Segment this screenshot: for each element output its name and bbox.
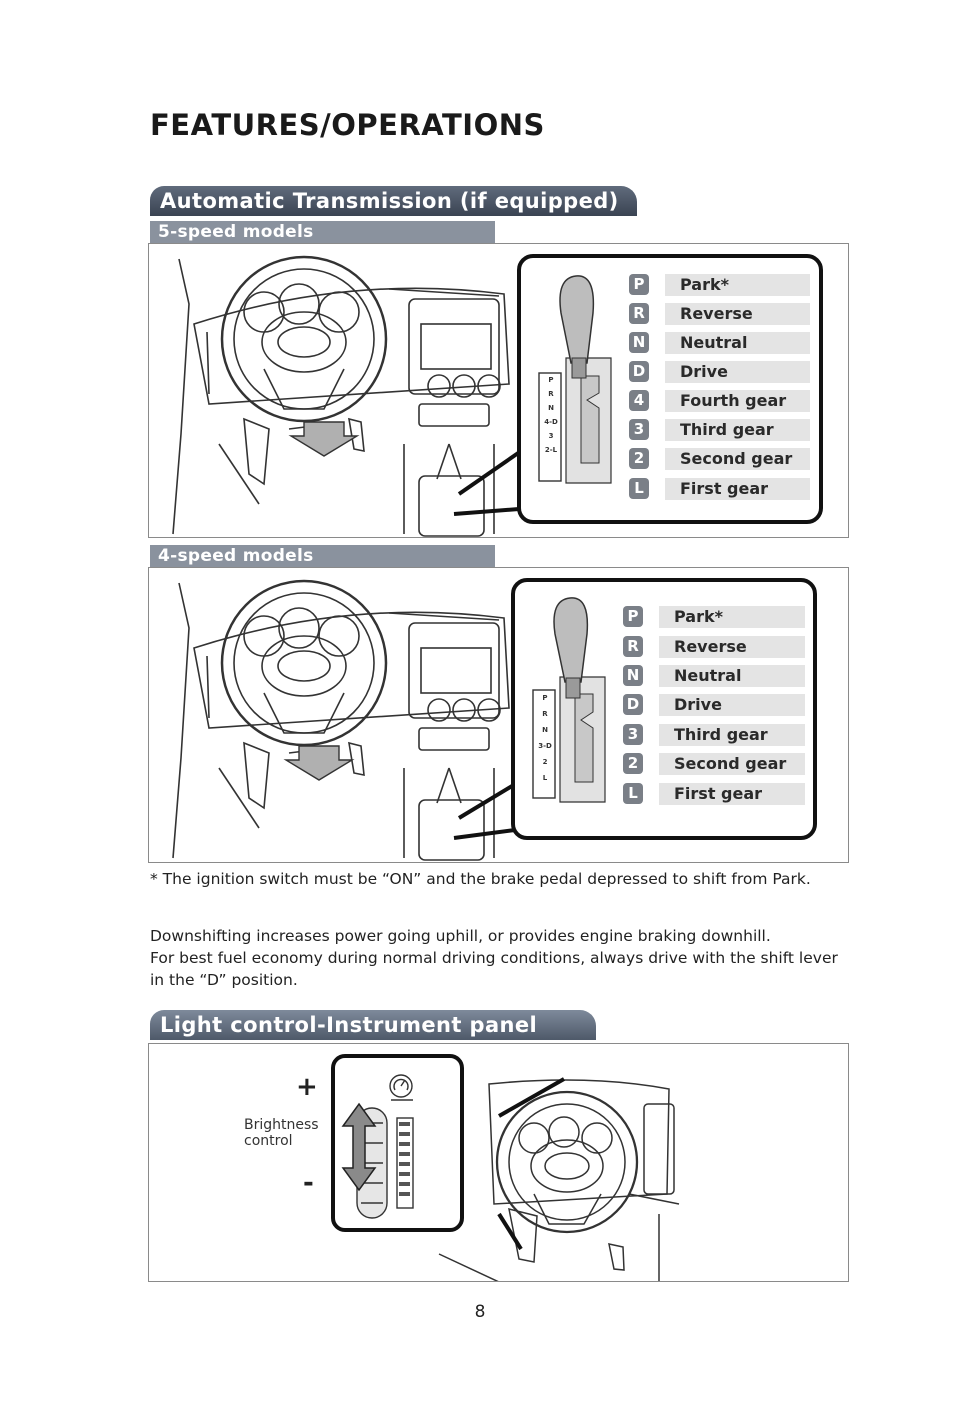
panel-4-speed: P R N 3-D 2 L P Park* R Reverse N Neutra…	[148, 567, 849, 863]
gate-labels-5-speed: P R N 4-D 3 2-L	[544, 376, 558, 454]
page-number: 8	[474, 1302, 486, 1322]
gear-badge: N	[629, 332, 649, 353]
gear-label: Neutral	[659, 665, 805, 687]
note-fuel-economy: For best fuel economy during normal driv…	[150, 949, 838, 989]
gear-badge: 2	[629, 448, 649, 469]
note-downshifting: Downshifting increases power going uphil…	[150, 927, 771, 945]
gear-badge: 3	[629, 419, 649, 440]
gear-badge: D	[623, 694, 643, 715]
gear-badge: D	[629, 361, 649, 382]
footnote-park: * The ignition switch must be “ON” and t…	[150, 870, 811, 888]
gate-labels-4-speed: P R N 3-D 2 L	[538, 694, 552, 782]
gear-label: Third gear	[659, 724, 805, 746]
up-down-arrow-icon	[341, 1102, 377, 1192]
gear-badge: 3	[623, 724, 643, 745]
gear-label: Third gear	[665, 419, 810, 441]
gear-badge: R	[623, 636, 643, 657]
gear-label: Drive	[665, 361, 810, 383]
gear-label: Fourth gear	[665, 390, 810, 412]
brake-pedal-arrow-icon	[283, 745, 355, 781]
brake-pedal-arrow-icon	[288, 421, 360, 457]
gear-label: Reverse	[665, 303, 810, 325]
gear-label: First gear	[659, 783, 805, 805]
dashboard-illustration	[438, 1077, 680, 1281]
callout-5-speed-shifter: P R N 4-D 3 2-L P Park* R Reverse N Neut…	[517, 254, 823, 524]
gear-label: First gear	[665, 478, 810, 500]
gear-badge: 4	[629, 390, 649, 411]
gear-label: Second gear	[659, 753, 805, 775]
cabin-illustration-4-speed	[172, 579, 519, 861]
shift-lever-icon	[538, 275, 612, 484]
gear-badge: 2	[623, 753, 643, 774]
brightness-plus-symbol: +	[296, 1072, 318, 1102]
gear-badge: P	[629, 274, 649, 295]
gear-label: Neutral	[665, 332, 810, 354]
gear-label: Second gear	[665, 448, 810, 470]
cabin-illustration-5-speed	[172, 255, 526, 537]
gear-badge: N	[623, 665, 643, 686]
gear-badge: L	[623, 783, 643, 804]
gear-label: Reverse	[659, 636, 805, 658]
gear-badge: L	[629, 478, 649, 499]
section-tab-transmission: Automatic Transmission (if equipped)	[150, 186, 637, 216]
page-title: FEATURES/OPERATIONS	[150, 108, 545, 142]
subheading-5-speed: 5-speed models	[150, 221, 495, 243]
brightness-control-label: Brightness control	[244, 1117, 319, 1149]
panel-light-control	[148, 1043, 849, 1282]
subheading-4-speed: 4-speed models	[150, 545, 495, 567]
callout-4-speed-shifter: P R N 3-D 2 L P Park* R Reverse N Neutra…	[511, 578, 817, 840]
gear-label: Park*	[659, 606, 805, 628]
gear-badge: R	[629, 303, 649, 324]
panel-5-speed: P R N 4-D 3 2-L P Park* R Reverse N Neut…	[148, 243, 849, 538]
gear-badge: P	[623, 606, 643, 627]
gear-label: Drive	[659, 694, 805, 716]
section-tab-light-control: Light control-Instrument panel	[150, 1010, 596, 1040]
gear-label: Park*	[665, 274, 810, 296]
shift-lever-icon	[532, 597, 606, 803]
brightness-minus-symbol: -	[303, 1168, 314, 1198]
